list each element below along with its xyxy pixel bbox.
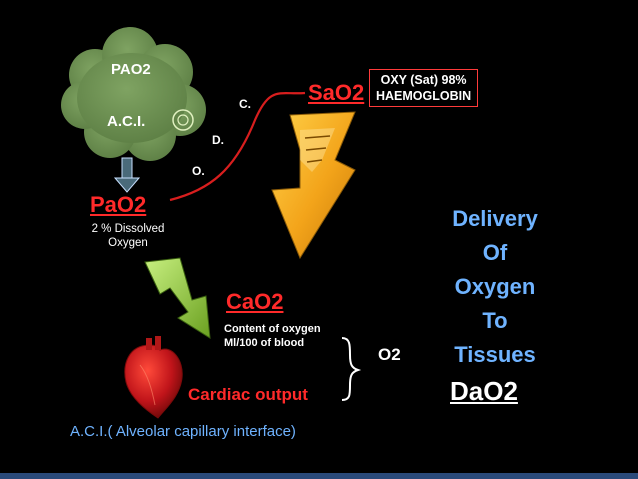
curve-letter-o: O. (192, 164, 205, 178)
cloud-pao2-label: PAO2 (111, 61, 151, 78)
alveolus-cloud (61, 27, 206, 161)
heart-icon (124, 336, 183, 419)
dao2-label: DaO2 (450, 376, 518, 406)
curve-letter-d: D. (212, 133, 224, 147)
cao2-label: CaO2 (226, 289, 284, 314)
orange-down-arrow (271, 111, 356, 260)
cao2-desc-line2: Ml/100 of blood (224, 337, 305, 349)
pao2-desc-line2: Oxygen (108, 237, 148, 249)
cao2-description: Content of oxygen Ml/100 of blood (224, 322, 321, 350)
cao2-desc-line1: Content of oxygen (224, 323, 321, 335)
delivery-text: Delivery Of Oxygen To Tissues (440, 202, 550, 372)
curve-letter-c: C. (239, 97, 251, 111)
oxy-sat-line1: OXY (Sat) 98% (380, 73, 467, 87)
cardiac-output-label: Cardiac output (188, 385, 308, 404)
bracket-brace (341, 337, 362, 401)
oxygen-dissociation-curve (169, 91, 306, 202)
pao2-desc-line1: 2 % Dissolved (91, 223, 165, 235)
green-down-arrow (144, 257, 211, 339)
oxy-sat-line2: HAEMOGLOBIN (376, 89, 472, 103)
delivery-line-4: To (482, 308, 508, 333)
delivery-line-5: Tissues (454, 342, 536, 367)
delivery-line-3: Oxygen (454, 274, 536, 299)
sao2-label: SaO2 (308, 80, 365, 105)
bottom-bar (0, 473, 638, 479)
cloud-aci-label: A.C.I. (107, 113, 146, 130)
cloud-to-pao2-arrow (113, 157, 141, 193)
pao2-label: PaO2 (90, 192, 147, 217)
aci-footer-text: A.C.I.( Alveolar capillary interface) (70, 423, 296, 440)
pao2-description: 2 % Dissolved Oxygen (82, 222, 174, 250)
oxy-sat-box: OXY (Sat) 98% HAEMOGLOBIN (369, 69, 479, 107)
delivery-line-2: Of (482, 240, 508, 265)
o2-label: O2 (378, 345, 401, 364)
delivery-line-1: Delivery (452, 206, 538, 231)
